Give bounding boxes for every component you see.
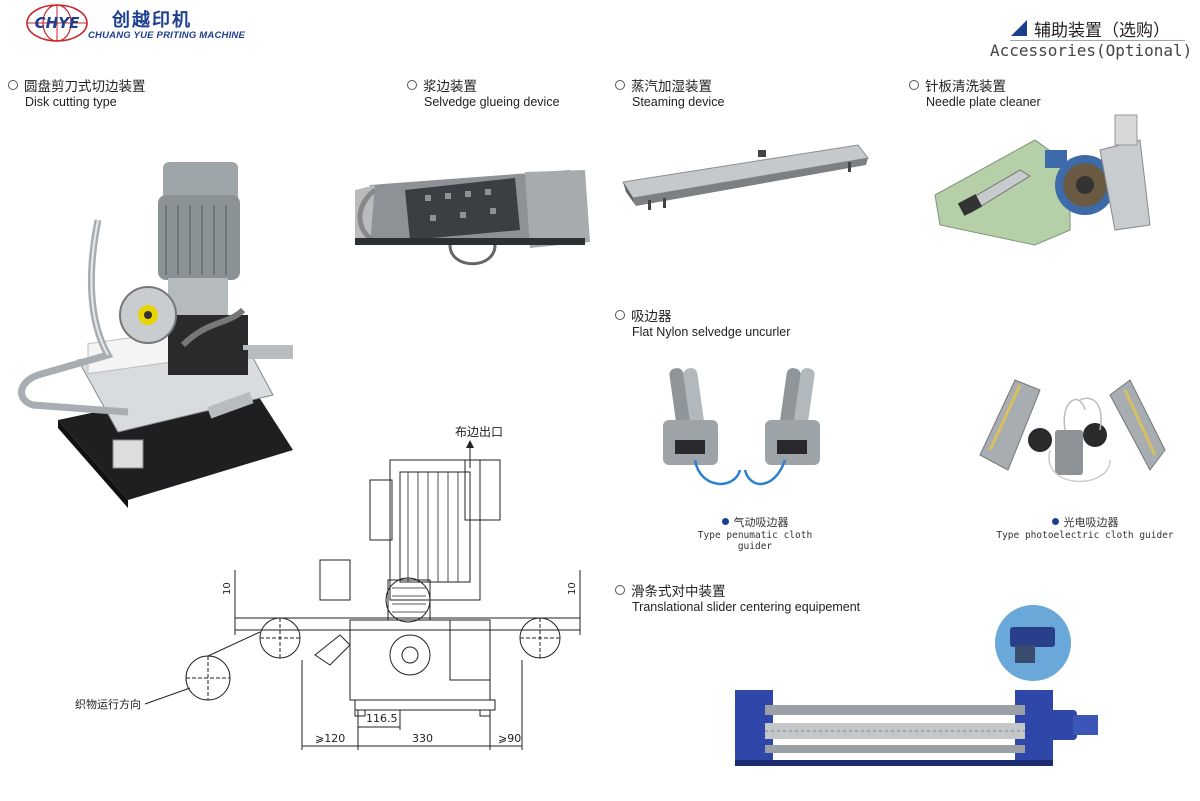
section-title-en: Needle plate cleaner xyxy=(926,95,1041,109)
page-title-cn: 辅助装置（选购） xyxy=(1034,21,1170,41)
caption-pneumatic: 气动吸边器 Type penumatic cloth guider xyxy=(680,514,830,552)
section-steaming: 蒸汽加湿装置 Steaming device xyxy=(615,75,724,109)
needle-plate-cleaner-image xyxy=(934,114,1151,246)
caption-en: Type penumatic cloth guider xyxy=(697,530,813,552)
dim-90: ⩾90 xyxy=(498,732,521,745)
filled-dot-icon xyxy=(1051,518,1059,525)
slider-centering-equipment-image xyxy=(735,605,1098,766)
section-title-cn: 吸边器 xyxy=(631,309,672,325)
disk-cutting-machine-image xyxy=(18,162,293,508)
globe-logo-icon: CHYE xyxy=(26,4,88,42)
section-title-en: Translational slider centering equipemen… xyxy=(632,600,861,614)
caption-en: Type photoelectric cloth guider xyxy=(996,530,1174,541)
section-title-cn: 浆边装置 xyxy=(423,79,477,95)
circle-bullet-icon xyxy=(909,80,919,90)
section-title-cn: 滑条式对中装置 xyxy=(631,584,726,600)
brand-name-cn: 创越印机 xyxy=(112,10,192,31)
pneumatic-cloth-guider-image xyxy=(663,368,820,486)
section-needle-cleaner: 针板清洗装置 Needle plate cleaner xyxy=(909,75,1041,109)
dim-330: 330 xyxy=(412,732,433,745)
section-title-en: Steaming device xyxy=(632,95,725,109)
caption-cn: 光电吸边器 xyxy=(1063,516,1119,529)
section-slider-centering: 滑条式对中装置 Translational slider centering e… xyxy=(615,580,860,614)
direction-label: 织物运行方向 xyxy=(75,697,141,711)
section-disk-cutting: 圆盘剪刀式切边装置 Disk cutting type xyxy=(8,75,146,109)
logo-letters: CHYE xyxy=(35,14,80,32)
dim-left: 10 xyxy=(222,582,233,595)
circle-bullet-icon xyxy=(615,80,625,90)
outlet-label: 布边出口 xyxy=(455,425,503,439)
section-uncurler: 吸边器 Flat Nylon selvedge uncurler xyxy=(615,305,790,339)
circle-bullet-icon xyxy=(8,80,18,90)
section-title-en: Selvedge glueing device xyxy=(424,95,560,109)
header-triangle-icon xyxy=(1011,20,1027,36)
dim-116: 116.5 xyxy=(366,712,398,725)
caption-cn: 气动吸边器 xyxy=(733,516,789,529)
selvedge-glueing-device-image xyxy=(355,170,590,266)
steaming-device-image xyxy=(622,144,869,210)
header-rule xyxy=(1010,40,1185,41)
section-title-en: Flat Nylon selvedge uncurler xyxy=(632,325,791,339)
section-selvedge-glueing: 浆边装置 Selvedge glueing device xyxy=(407,75,560,109)
brand-logo: CHYE xyxy=(22,4,92,42)
dim-right: 10 xyxy=(567,582,578,595)
caption-photoelectric: 光电吸边器 Type photoelectric cloth guider xyxy=(995,514,1175,541)
section-title-cn: 圆盘剪刀式切边装置 xyxy=(24,79,146,95)
section-title-cn: 针板清洗装置 xyxy=(925,79,1006,95)
technical-drawing: 布边出口 织物运行方向 10 10 116.5 ⩾120 xyxy=(75,425,581,750)
filled-dot-icon xyxy=(721,518,729,525)
circle-bullet-icon xyxy=(615,585,625,595)
page-title-en: Accessories(Optional) xyxy=(990,41,1193,60)
dim-120: ⩾120 xyxy=(315,732,345,745)
section-title-en: Disk cutting type xyxy=(25,95,117,109)
photoelectric-cloth-guider-image xyxy=(979,379,1166,482)
brand-name-en: CHUANG YUE PRITING MACHINE xyxy=(88,30,246,41)
section-title-cn: 蒸汽加湿装置 xyxy=(631,79,712,95)
circle-bullet-icon xyxy=(615,310,625,320)
circle-bullet-icon xyxy=(407,80,417,90)
